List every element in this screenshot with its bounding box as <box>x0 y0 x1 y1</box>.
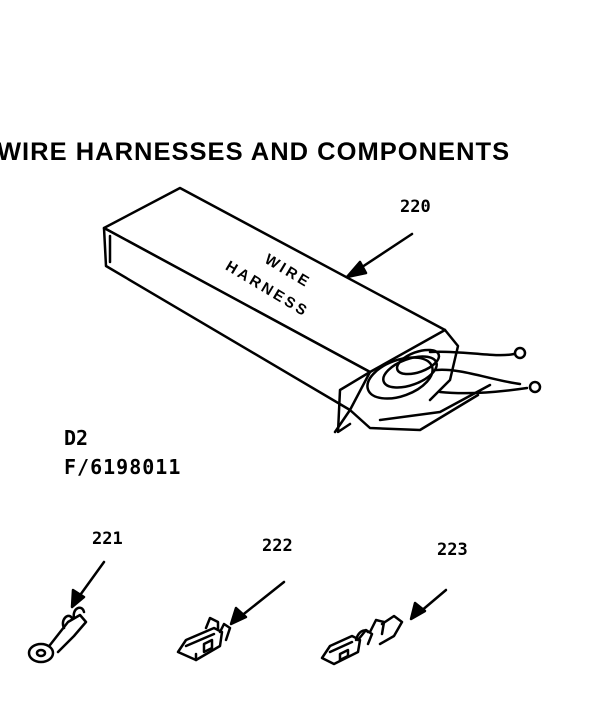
leader-arrows <box>70 232 448 626</box>
reference-code: D2 <box>64 426 89 450</box>
part-number-220: 220 <box>400 197 431 217</box>
connector-terminal <box>320 614 404 666</box>
figure-number: F/6198011 <box>64 455 182 479</box>
part-number-223: 223 <box>437 540 468 560</box>
page-title: WIRE HARNESSES AND COMPONENTS <box>0 138 511 166</box>
part-number-221: 221 <box>92 529 123 549</box>
flag-terminal <box>176 616 232 662</box>
ring-terminal <box>27 606 88 664</box>
wire-harness-box <box>102 186 542 434</box>
part-number-222: 222 <box>262 536 293 556</box>
